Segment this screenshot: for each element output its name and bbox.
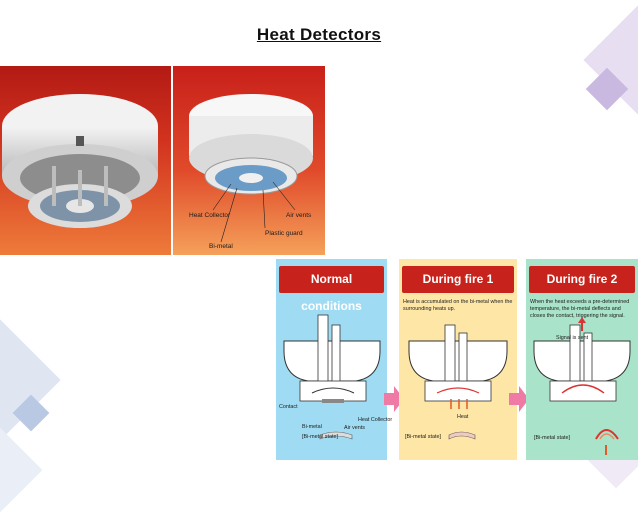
heat-detector-photo <box>0 66 171 255</box>
detector-diagram <box>533 317 631 455</box>
detector-diagram <box>283 314 381 440</box>
panel-title: During fire 2 <box>529 266 635 293</box>
label-bi-metal-state: [Bi-metal state] <box>534 435 570 441</box>
label-contact: Contact <box>279 404 298 410</box>
label-bi-metal: Bi-metal <box>209 243 233 250</box>
label-plastic-guard: Plastic guard <box>265 230 303 237</box>
label-air-vents: Air vents <box>286 212 312 219</box>
label-bi-metal-state: [Bi-metal state] <box>405 434 441 440</box>
detector-diagram <box>408 324 508 440</box>
heat-detector-cutaway: Heat Collector Air vents Plastic guard B… <box>173 66 325 255</box>
panel-title: During fire 1 <box>402 266 514 293</box>
arrow-right-icon <box>509 386 529 412</box>
panel-normal-conditions: Normal conditions Contact Heat Collector… <box>276 259 392 460</box>
panel-during-fire-2: During fire 2 When the heat exceeds a pr… <box>526 259 638 460</box>
label-air-vents: Air vents <box>344 425 365 431</box>
cutaway-illustration <box>189 94 313 243</box>
label-heat-collector: Heat Collector <box>358 417 393 423</box>
label-signal-sent: Signal is sent <box>556 335 589 341</box>
label-bi-metal-state: [Bi-metal state] <box>302 434 338 440</box>
page-title: Heat Detectors <box>256 25 382 44</box>
heat-detector-illustration <box>2 94 158 228</box>
panel-description: Heat is accumulated on the bi-metal when… <box>403 299 513 312</box>
panel-during-fire-1: During fire 1 Heat is accumulated on the… <box>399 259 517 460</box>
panel-title: Normal conditions <box>279 266 384 313</box>
label-heat: Heat <box>457 414 469 420</box>
panel-description: When the heat exceeds a pre-determined t… <box>530 299 630 319</box>
label-heat-collector: Heat Collector <box>189 212 231 219</box>
label-bi-metal: Bi-metal <box>302 424 322 430</box>
decor-diamond-bottom-left <box>0 427 43 512</box>
